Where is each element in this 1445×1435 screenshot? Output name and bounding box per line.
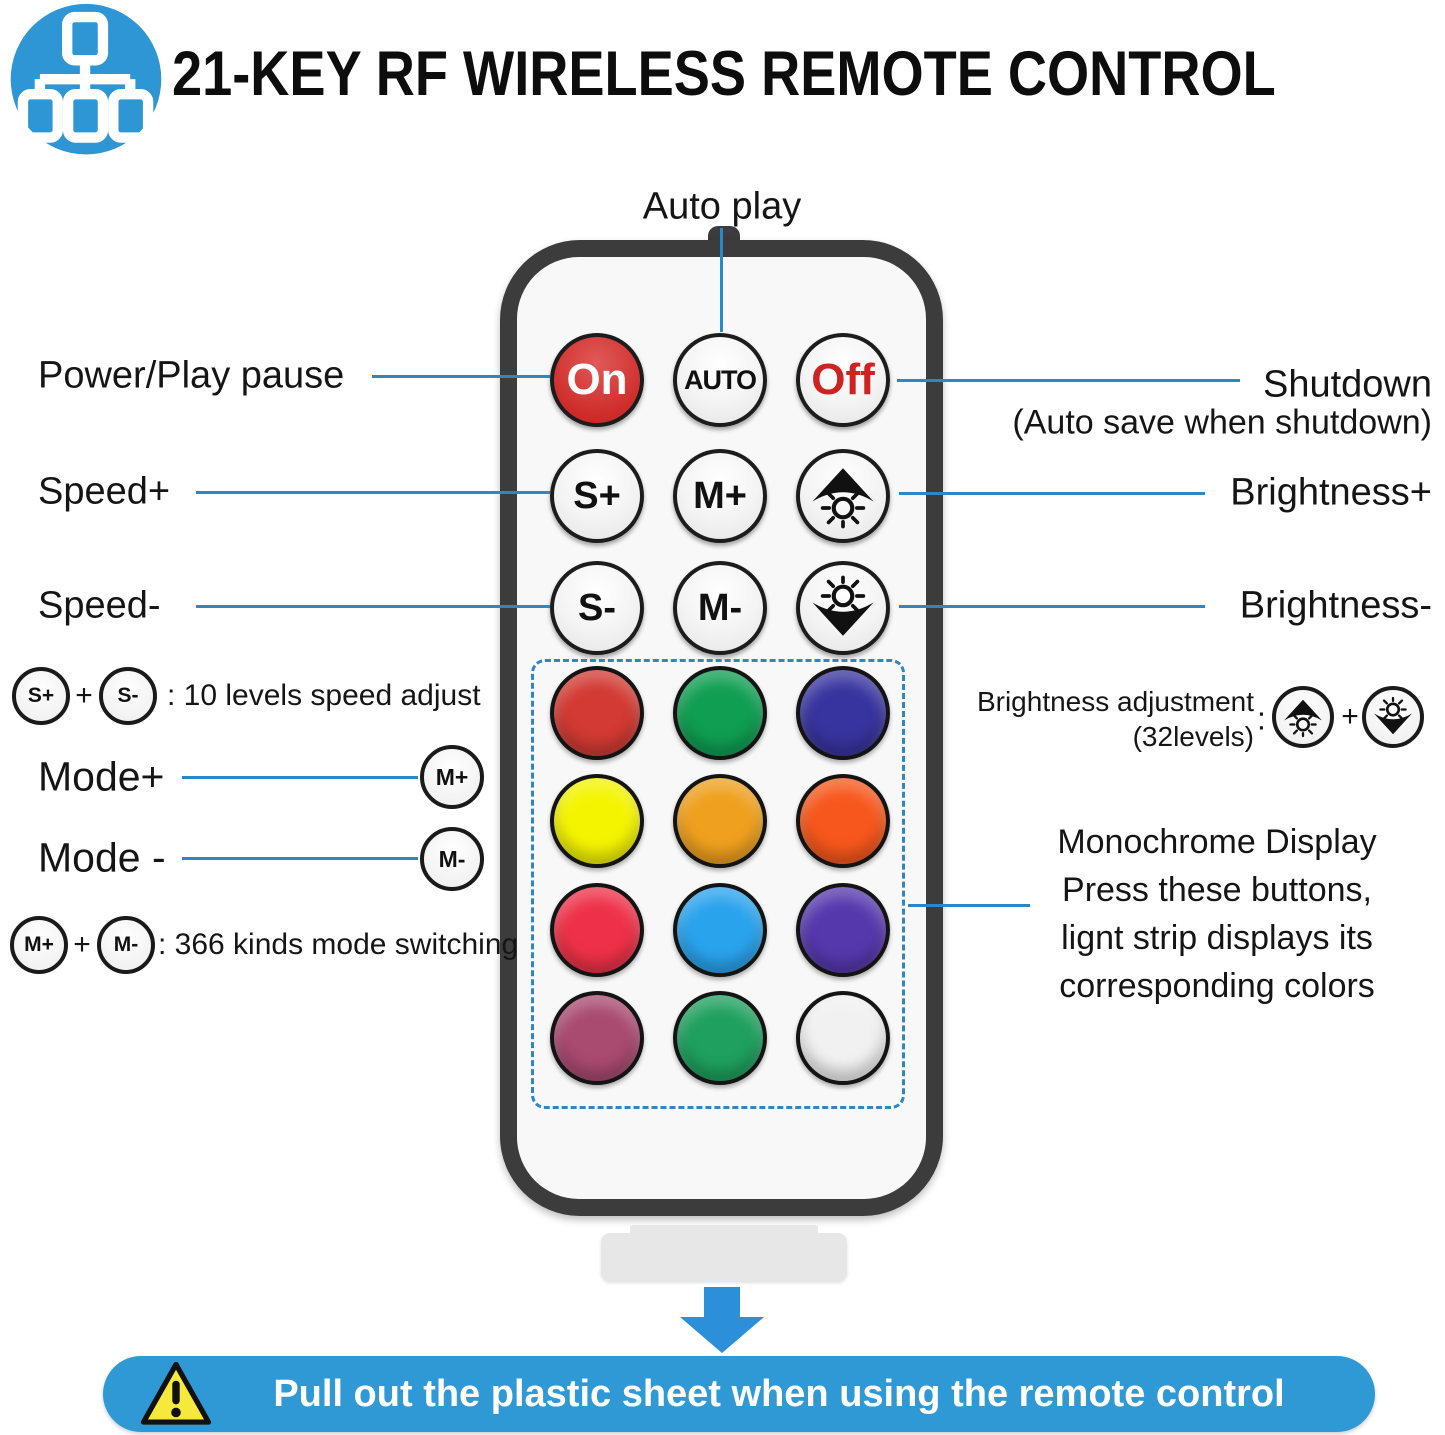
- callout-line-speed-minus: [196, 605, 550, 608]
- banner-text: Pull out the plastic sheet when using th…: [273, 1372, 1285, 1415]
- plus-sign: +: [73, 928, 91, 961]
- speed-combo-note: : 10 levels speed adjust: [167, 679, 481, 712]
- color-key-navy-blue[interactable]: [796, 666, 890, 760]
- sun-with-down-arc-icon: [1374, 696, 1412, 735]
- callout-speed-minus: Speed-: [38, 584, 161, 627]
- mode-minus-mini-key: M-: [420, 827, 484, 891]
- callout-mode-plus: Mode+: [38, 753, 165, 800]
- sun-with-up-arc-icon: [1284, 699, 1322, 738]
- color-key-orange-red[interactable]: [796, 774, 890, 868]
- callout-line-power: [372, 375, 550, 378]
- callout-brightness-plus: Brightness+: [1230, 471, 1432, 514]
- brightness-down-mini-key: [1362, 686, 1424, 748]
- warning-banner: Pull out the plastic sheet when using th…: [103, 1356, 1375, 1432]
- warning-triangle-icon: [140, 1361, 212, 1425]
- on-button[interactable]: On: [550, 333, 644, 427]
- callout-mode-minus: Mode -: [38, 834, 166, 881]
- mode-plus-mini-key: M+: [420, 745, 484, 809]
- callout-line-speed-plus: [196, 491, 550, 494]
- auto-button[interactable]: AUTO: [673, 333, 767, 427]
- speed-minus-button[interactable]: S-: [550, 561, 644, 655]
- page-title: 21-KEY RF WIRELESS REMOTE CONTROL: [172, 39, 1276, 109]
- colon: :: [1257, 700, 1266, 737]
- callout-power: Power/Play pause: [38, 354, 345, 397]
- speed-plus-button[interactable]: S+: [550, 449, 644, 543]
- brightness-adjustment-line2: (32levels): [1132, 721, 1254, 752]
- callout-line-mode-plus: [182, 776, 418, 779]
- sitemap-icon: [10, 3, 162, 155]
- monochrome-display-note: Monochrome Display Press these buttons, …: [1017, 818, 1417, 1010]
- monochrome-line4: corresponding colors: [1059, 967, 1375, 1005]
- brightness-adjustment-line1: Brightness adjustment: [976, 686, 1254, 717]
- mode-plus-button[interactable]: M+: [673, 449, 767, 543]
- monochrome-line2: Press these buttons,: [1062, 871, 1372, 909]
- speed-plus-mini-key: S+: [12, 667, 70, 725]
- callout-shutdown-note: (Auto save when shutdown): [1012, 403, 1432, 442]
- mode-minus-button[interactable]: M-: [673, 561, 767, 655]
- callout-line-shutdown: [897, 379, 1240, 382]
- callout-line-brightness-plus: [899, 492, 1205, 495]
- monochrome-keys-outline: [531, 659, 905, 1109]
- callout-speed-plus: Speed+: [38, 470, 171, 513]
- down-arrow-icon: [680, 1287, 764, 1353]
- brightness-down-button[interactable]: [796, 561, 890, 655]
- color-key-sea-green[interactable]: [673, 991, 767, 1085]
- remote-top-bump: [708, 226, 740, 244]
- sun-with-up-arc-icon: [812, 468, 874, 529]
- color-key-green[interactable]: [673, 666, 767, 760]
- monochrome-line3: lignt strip displays its: [1061, 919, 1373, 957]
- brightness-up-button[interactable]: [796, 449, 890, 543]
- callout-line-mode-minus: [182, 857, 418, 860]
- plus-sign: +: [1341, 700, 1359, 733]
- monochrome-line1: Monochrome Display: [1057, 823, 1377, 861]
- color-key-sky-blue[interactable]: [673, 883, 767, 977]
- callout-line-brightness-minus: [899, 605, 1205, 608]
- color-key-white[interactable]: [796, 991, 890, 1085]
- callout-line-auto-play: [720, 228, 723, 332]
- plus-sign: +: [75, 679, 93, 712]
- callout-shutdown: Shutdown: [1262, 363, 1432, 406]
- mode-minus-mini-key-2: M-: [97, 916, 155, 974]
- mode-plus-mini-key-2: M+: [10, 916, 68, 974]
- callout-brightness-minus: Brightness-: [1239, 584, 1432, 627]
- off-button[interactable]: Off: [796, 333, 890, 427]
- sun-with-down-arc-icon: [812, 575, 874, 636]
- callout-auto-play: Auto play: [642, 185, 802, 228]
- plastic-sheet-tab[interactable]: [601, 1233, 847, 1281]
- brightness-up-mini-key: [1272, 686, 1334, 748]
- color-key-yellow[interactable]: [550, 774, 644, 868]
- color-key-magenta[interactable]: [550, 991, 644, 1085]
- callout-line-monochrome: [908, 904, 1030, 907]
- brightness-adjustment-note: Brightness adjustment (32levels): [977, 684, 1254, 754]
- color-key-orange[interactable]: [673, 774, 767, 868]
- color-key-purple[interactable]: [796, 883, 890, 977]
- color-key-rose-red[interactable]: [550, 883, 644, 977]
- color-key-red[interactable]: [550, 666, 644, 760]
- mode-combo-note: : 366 kinds mode switching: [158, 928, 519, 961]
- speed-minus-mini-key: S-: [99, 667, 157, 725]
